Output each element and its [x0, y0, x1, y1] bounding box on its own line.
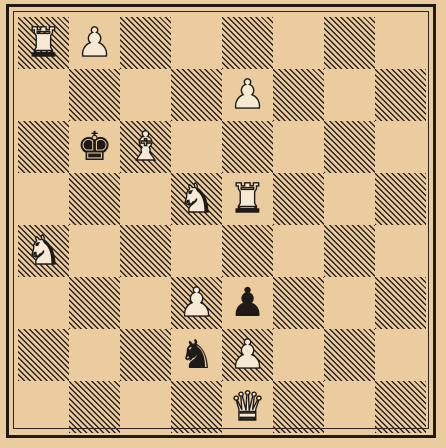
- white-rook-icon[interactable]: ♜: [222, 173, 273, 225]
- black-knight-icon[interactable]: ♞: [171, 329, 222, 381]
- white-queen-icon[interactable]: ♛: [222, 381, 273, 433]
- square-r0-c6[interactable]: [324, 17, 375, 69]
- square-r5-c3[interactable]: ♟: [171, 277, 222, 329]
- square-r4-c0[interactable]: ♞: [18, 225, 69, 277]
- square-r7-c5[interactable]: [273, 381, 324, 433]
- square-r3-c4[interactable]: ♜: [222, 173, 273, 225]
- white-knight-icon[interactable]: ♞: [171, 173, 222, 225]
- square-r7-c4[interactable]: ♛: [222, 381, 273, 433]
- square-r4-c2[interactable]: [120, 225, 171, 277]
- square-r4-c5[interactable]: [273, 225, 324, 277]
- square-r7-c3[interactable]: [171, 381, 222, 433]
- square-r0-c4[interactable]: [222, 17, 273, 69]
- square-r3-c6[interactable]: [324, 173, 375, 225]
- square-r3-c5[interactable]: [273, 173, 324, 225]
- square-r6-c0[interactable]: [18, 329, 69, 381]
- white-pawn-icon[interactable]: ♟: [171, 277, 222, 329]
- white-bishop-icon[interactable]: ♝: [120, 121, 171, 173]
- square-r1-c5[interactable]: [273, 69, 324, 121]
- square-r5-c2[interactable]: [120, 277, 171, 329]
- square-r0-c2[interactable]: [120, 17, 171, 69]
- square-r5-c4[interactable]: ♟: [222, 277, 273, 329]
- square-r1-c3[interactable]: [171, 69, 222, 121]
- square-r3-c2[interactable]: [120, 173, 171, 225]
- square-r3-c3[interactable]: ♞: [171, 173, 222, 225]
- square-r2-c2[interactable]: ♝: [120, 121, 171, 173]
- square-r1-c0[interactable]: [18, 69, 69, 121]
- square-r2-c6[interactable]: [324, 121, 375, 173]
- square-r2-c0[interactable]: [18, 121, 69, 173]
- square-r7-c1[interactable]: [69, 381, 120, 433]
- square-r2-c1[interactable]: ♚: [69, 121, 120, 173]
- square-r4-c1[interactable]: [69, 225, 120, 277]
- square-r0-c3[interactable]: [171, 17, 222, 69]
- square-r1-c2[interactable]: [120, 69, 171, 121]
- square-r7-c6[interactable]: [324, 381, 375, 433]
- square-r7-c7[interactable]: [375, 381, 426, 433]
- square-r7-c2[interactable]: [120, 381, 171, 433]
- square-r4-c6[interactable]: [324, 225, 375, 277]
- square-r5-c6[interactable]: [324, 277, 375, 329]
- square-r3-c0[interactable]: [18, 173, 69, 225]
- square-r1-c7[interactable]: [375, 69, 426, 121]
- square-r5-c7[interactable]: [375, 277, 426, 329]
- black-pawn-icon[interactable]: ♟: [222, 277, 273, 329]
- square-r7-c0[interactable]: [18, 381, 69, 433]
- black-king-icon[interactable]: ♚: [69, 121, 120, 173]
- square-r6-c6[interactable]: [324, 329, 375, 381]
- chess-board: ♜♟♟♚♝♞♜♞♟♟♞♟♛: [18, 17, 426, 433]
- square-r6-c5[interactable]: [273, 329, 324, 381]
- white-pawn-icon[interactable]: ♟: [222, 69, 273, 121]
- square-r3-c7[interactable]: [375, 173, 426, 225]
- square-r1-c1[interactable]: [69, 69, 120, 121]
- square-r6-c1[interactable]: [69, 329, 120, 381]
- square-r5-c5[interactable]: [273, 277, 324, 329]
- square-r0-c5[interactable]: [273, 17, 324, 69]
- square-r1-c6[interactable]: [324, 69, 375, 121]
- square-r2-c3[interactable]: [171, 121, 222, 173]
- white-rook-icon[interactable]: ♜: [18, 17, 69, 69]
- square-r0-c0[interactable]: ♜: [18, 17, 69, 69]
- square-r6-c2[interactable]: [120, 329, 171, 381]
- square-r1-c4[interactable]: ♟: [222, 69, 273, 121]
- white-pawn-icon[interactable]: ♟: [222, 329, 273, 381]
- square-r3-c1[interactable]: [69, 173, 120, 225]
- square-r4-c7[interactable]: [375, 225, 426, 277]
- square-r4-c3[interactable]: [171, 225, 222, 277]
- square-r5-c0[interactable]: [18, 277, 69, 329]
- square-r6-c7[interactable]: [375, 329, 426, 381]
- square-r6-c4[interactable]: ♟: [222, 329, 273, 381]
- square-r0-c1[interactable]: ♟: [69, 17, 120, 69]
- square-r2-c5[interactable]: [273, 121, 324, 173]
- square-r2-c7[interactable]: [375, 121, 426, 173]
- square-r2-c4[interactable]: [222, 121, 273, 173]
- white-pawn-icon[interactable]: ♟: [69, 17, 120, 69]
- white-knight-icon[interactable]: ♞: [18, 225, 69, 277]
- square-r4-c4[interactable]: [222, 225, 273, 277]
- square-r6-c3[interactable]: ♞: [171, 329, 222, 381]
- square-r0-c7[interactable]: [375, 17, 426, 69]
- square-r5-c1[interactable]: [69, 277, 120, 329]
